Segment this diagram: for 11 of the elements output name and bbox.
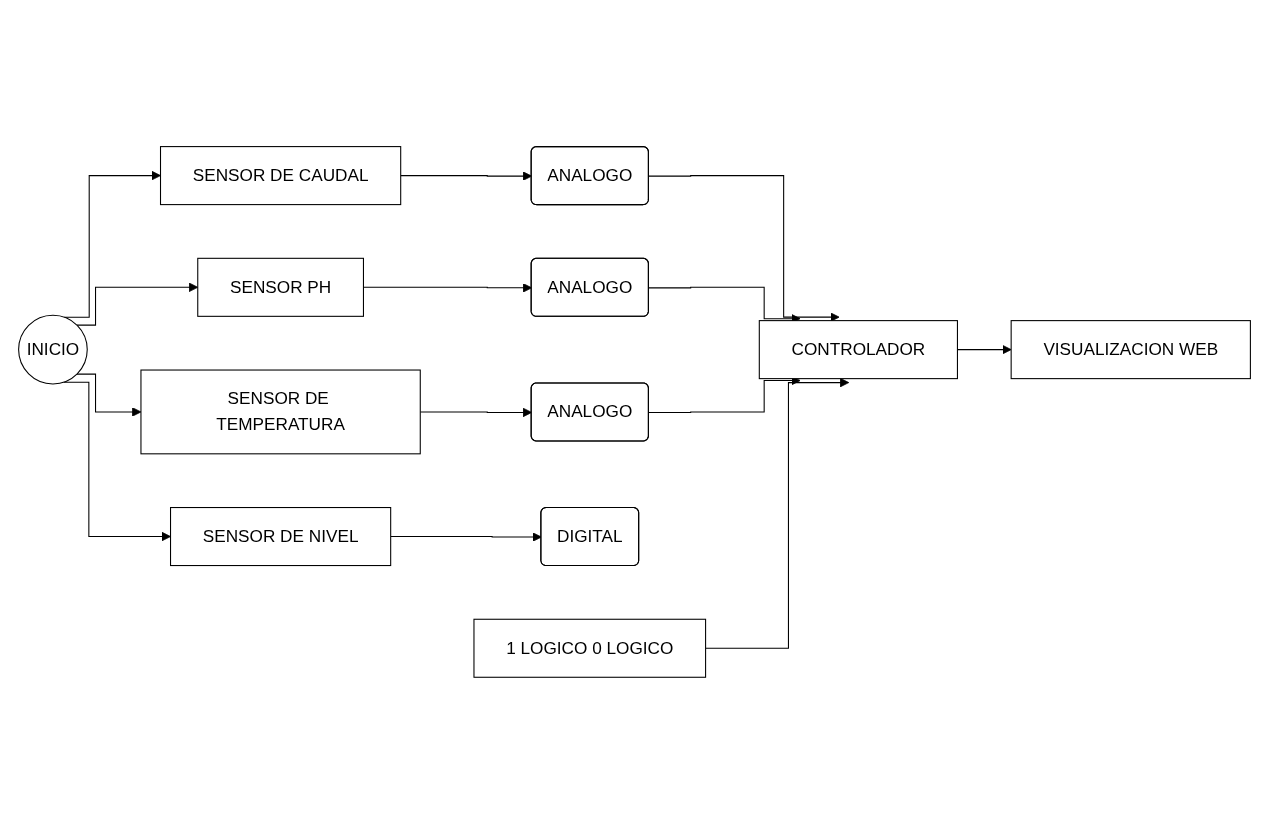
node-box: VISUALIZACION WEB — [1010, 319, 1251, 379]
node-box: SENSOR DE TEMPERATURA — [140, 369, 421, 454]
node-circle: INICIO — [18, 314, 88, 385]
node-box: SENSOR DE NIVEL — [170, 506, 392, 566]
node-box: CONTROLADOR — [758, 319, 958, 379]
node-box: SENSOR DE CAUDAL — [159, 145, 402, 205]
node-box: 1 LOGICO 0 LOGICO — [473, 618, 707, 678]
arrow — [63, 381, 171, 541]
node-box: SENSOR PH — [197, 257, 364, 317]
arrow — [705, 377, 850, 649]
arrow — [648, 174, 840, 322]
